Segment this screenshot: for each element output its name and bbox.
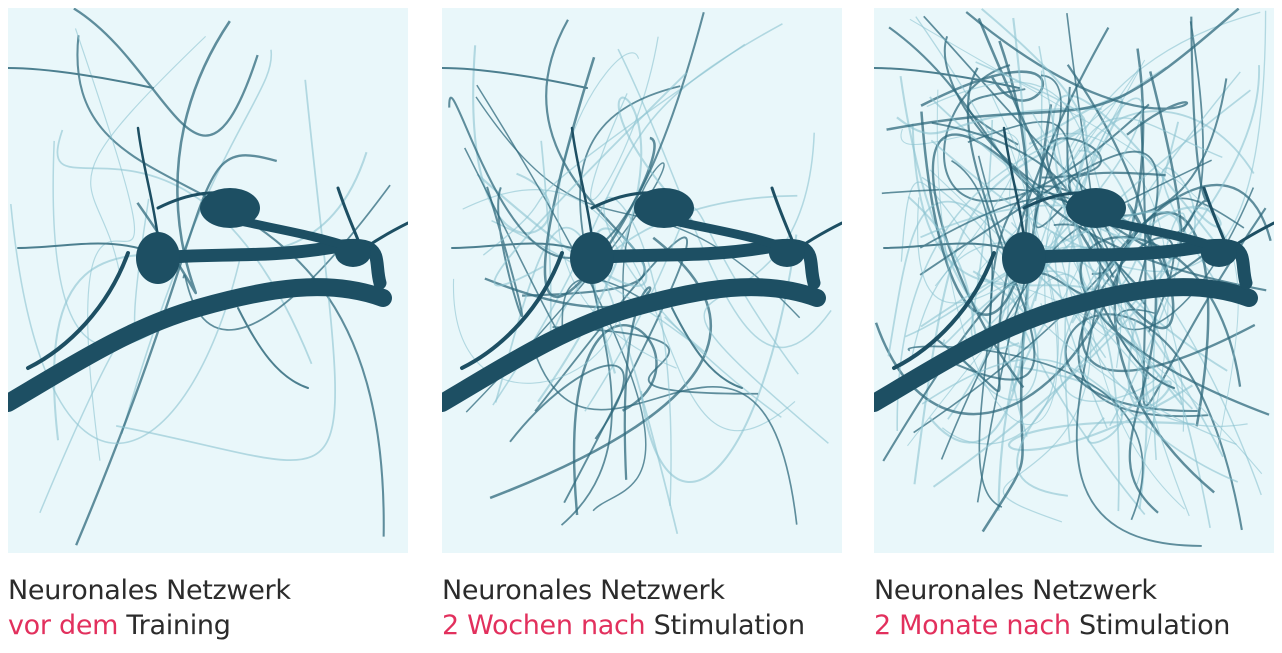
- neuron-network-graphic: [874, 8, 1274, 553]
- caption-before-training: Neuronales Netzwerk vor dem Training: [8, 573, 408, 643]
- caption-rest: Stimulation: [1071, 610, 1230, 641]
- panel-2-months: Neuronales Netzwerk 2 Monate nach Stimul…: [874, 8, 1274, 643]
- caption-rest: Training: [118, 610, 230, 641]
- neuron-network-graphic: [442, 8, 842, 553]
- caption-title: Neuronales Netzwerk: [442, 573, 842, 608]
- caption-subtitle: 2 Wochen nach Stimulation: [442, 608, 842, 643]
- neurite-branch: [11, 204, 243, 443]
- neuron-image-2-weeks: [442, 8, 842, 553]
- caption-title: Neuronales Netzwerk: [8, 573, 408, 608]
- extra-branches: [876, 9, 1271, 546]
- extra-branches: [11, 8, 390, 545]
- neuron-image-2-months: [874, 8, 1274, 553]
- neuron-network-graphic: [8, 8, 408, 553]
- caption-highlight: 2 Monate nach: [874, 610, 1071, 641]
- neurite-branch: [74, 8, 258, 135]
- neurite-branch: [477, 85, 646, 511]
- neurite-branch: [641, 235, 796, 483]
- caption-highlight: 2 Wochen nach: [442, 610, 645, 641]
- caption-title: Neuronales Netzwerk: [874, 573, 1274, 608]
- caption-2-months: Neuronales Netzwerk 2 Monate nach Stimul…: [874, 573, 1274, 643]
- panel-before-training: Neuronales Netzwerk vor dem Training: [8, 8, 408, 643]
- neurite-branch: [887, 9, 1239, 130]
- panel-2-weeks: Neuronales Netzwerk 2 Wochen nach Stimul…: [442, 8, 842, 643]
- extra-branches: [449, 12, 831, 534]
- caption-subtitle: vor dem Training: [8, 608, 408, 643]
- neuron-image-before-training: [8, 8, 408, 553]
- caption-2-weeks: Neuronales Netzwerk 2 Wochen nach Stimul…: [442, 573, 842, 643]
- caption-subtitle: 2 Monate nach Stimulation: [874, 608, 1274, 643]
- caption-rest: Stimulation: [645, 610, 804, 641]
- caption-highlight: vor dem: [8, 610, 118, 641]
